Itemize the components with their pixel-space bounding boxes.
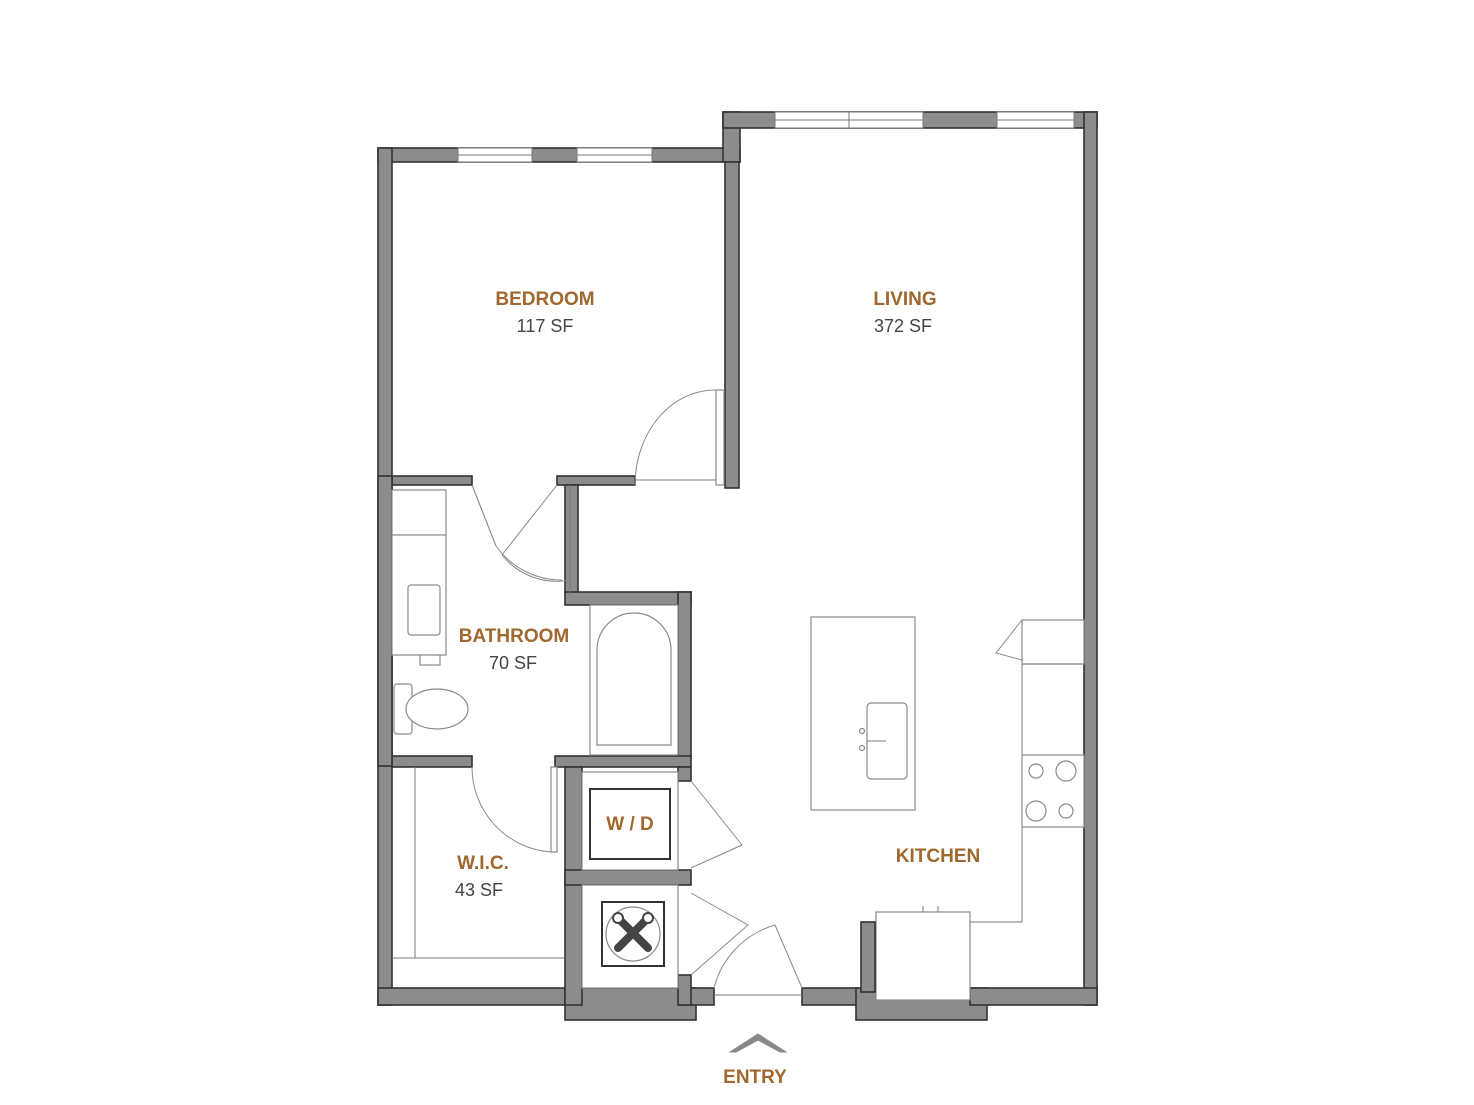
bath-door-swing: [471, 484, 563, 581]
wic-door-leaf: [550, 766, 558, 853]
wall-wd-mid: [564, 869, 692, 886]
wall-left-bath: [377, 475, 393, 767]
mech-door-swing: [690, 892, 749, 976]
bedroom-area: 117 SF: [517, 316, 574, 336]
living-area: 372 SF: [874, 316, 932, 336]
wall-mech-right: [677, 974, 692, 1006]
wic-label: W.I.C.: [457, 853, 509, 874]
wall-right: [1083, 111, 1098, 1006]
bath-cabinet: [391, 489, 447, 536]
wd-unit: [589, 788, 671, 860]
refrigerator: [1021, 619, 1085, 665]
wall-bottom-entry-right: [801, 987, 859, 1006]
tools-icon: [612, 912, 654, 952]
bath-vanity-foot: [419, 654, 441, 666]
linen-door-swing: [501, 554, 571, 582]
bath-sink: [407, 584, 441, 636]
wall-bedroom-bottom-b: [556, 475, 636, 486]
wall-bath-stub: [564, 591, 692, 606]
wall-wd-right: [677, 766, 692, 782]
wd-label: W / D: [606, 814, 654, 835]
wall-bedroom-bottom-a: [391, 475, 473, 486]
bedroom-door-leaf: [715, 389, 725, 486]
toilet-bowl: [405, 688, 469, 730]
wic-door-swing: [471, 766, 552, 853]
fixtures: [391, 485, 1085, 1001]
bathroom-label: BATHROOM: [459, 626, 569, 647]
walls: [377, 111, 1098, 1021]
wall-bath-bottom-b: [554, 755, 692, 768]
living-label: LIVING: [873, 289, 936, 310]
windows: [457, 111, 1075, 163]
bedroom-door-swing: [634, 389, 717, 486]
wall-wd-left: [564, 766, 583, 1006]
bedroom-label: BEDROOM: [495, 289, 594, 310]
wall-tub-right: [677, 591, 692, 759]
chevron-up-icon: [728, 1033, 788, 1053]
bathroom-area: 70 SF: [489, 653, 537, 673]
kitchen-end-wall: [860, 921, 876, 993]
wd-door-swing: [690, 780, 743, 869]
wall-bath-bottom: [391, 755, 473, 768]
fridge-door: [995, 619, 1023, 661]
kitchen-label: KITCHEN: [896, 846, 980, 867]
wall-bedroom-living: [724, 161, 740, 489]
kitchen-cabinet: [875, 911, 971, 1001]
wall-bath-right-top: [564, 484, 579, 596]
entry-door-swing: [713, 924, 803, 989]
doors: [471, 389, 1023, 996]
tub-basin: [596, 612, 672, 746]
wall-top-bedroom: [377, 147, 741, 163]
entry-label: ENTRY: [723, 1067, 787, 1088]
wic-area: 43 SF: [455, 880, 503, 900]
wall-bottom-jog: [564, 987, 697, 1021]
wall-bottom-left: [377, 987, 582, 1006]
wall-bottom-right: [969, 987, 1098, 1006]
